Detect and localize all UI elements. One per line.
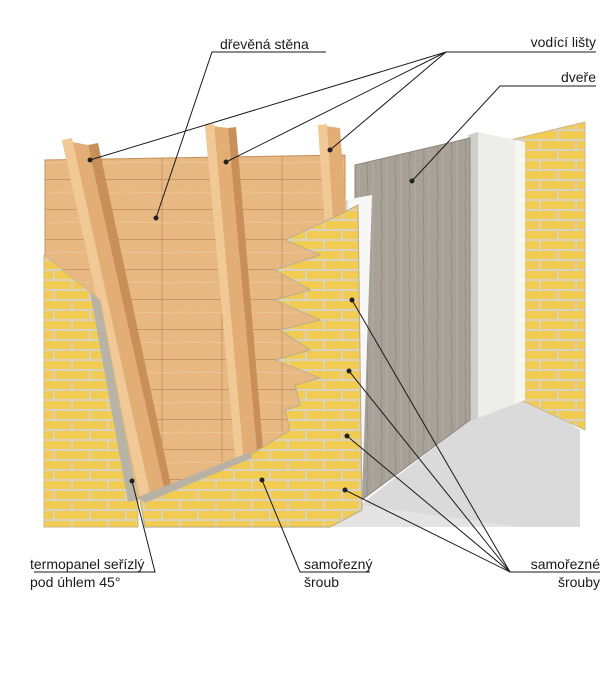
label-thermopanel-line2: pod úhlem 45°	[30, 574, 120, 590]
label-thermopanel-line1: termopanel seřízlý	[30, 556, 144, 572]
right-door-frame	[468, 132, 525, 422]
label-door: dveře	[561, 69, 596, 85]
label-guide-rails: vodící lišty	[531, 34, 596, 50]
label-screw-line1: samořezný	[304, 556, 372, 572]
label-screws-line1: samořezné	[531, 556, 600, 572]
label-wooden-wall: dřevěná stěna	[220, 36, 309, 52]
label-screw-line2: šroub	[304, 574, 339, 590]
label-screws-line2: šrouby	[558, 574, 600, 590]
